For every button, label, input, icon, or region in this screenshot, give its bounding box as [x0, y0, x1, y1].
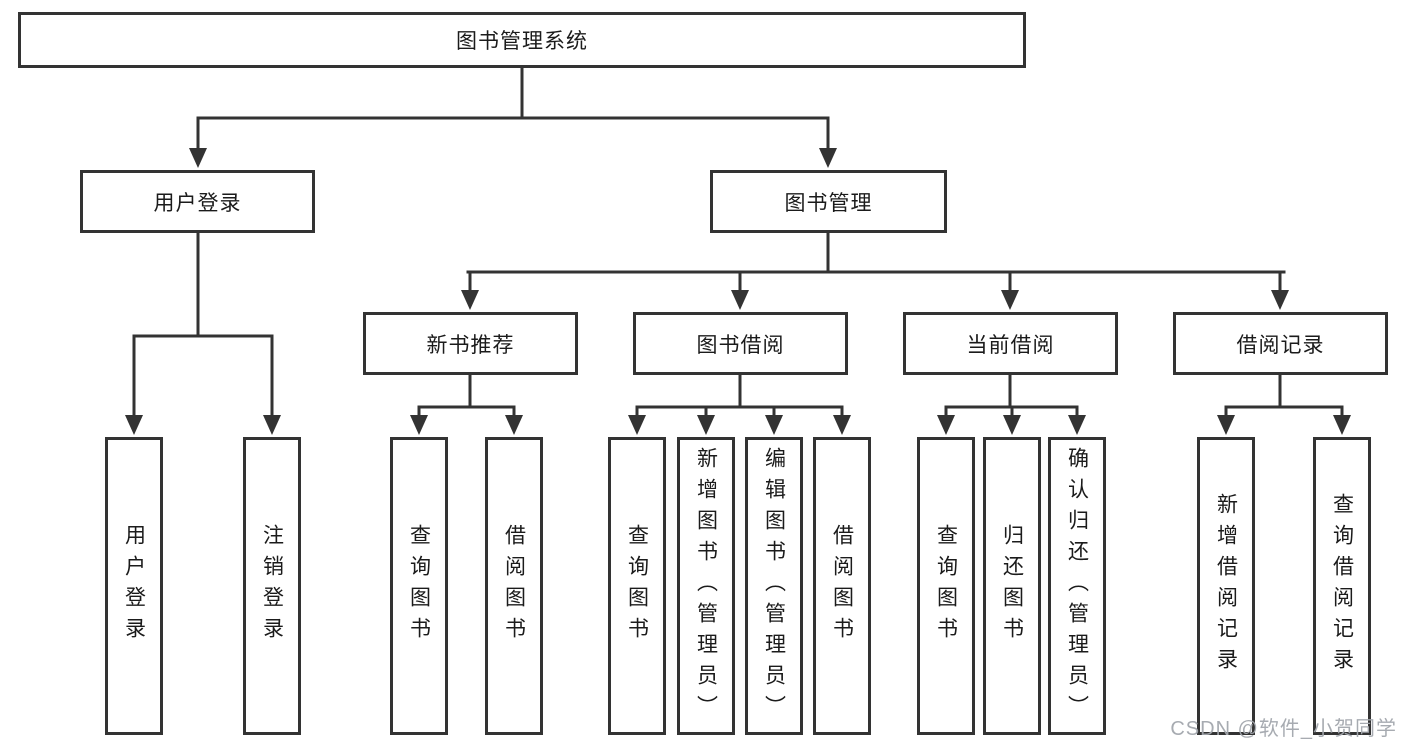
node-label: 图书管理系统 [456, 30, 588, 53]
connector-book-management-to-level3 [466, 231, 1286, 294]
leaf-logout-login: 注销登录 [243, 437, 301, 735]
connector-root-to-level2 [196, 66, 830, 152]
node-current-borrowing: 当前借阅 [903, 312, 1118, 375]
leaf-query-books-borrowing: 查询图书 [608, 437, 666, 735]
leaf-query-books-recommend: 查询图书 [390, 437, 448, 735]
leaf-label: 查询借阅记录 [1330, 493, 1354, 679]
connector-current-borrowing-to-leaves [944, 373, 1079, 419]
arrowheads-level3 [461, 290, 1289, 310]
leaf-label: 新增借阅记录 [1214, 493, 1238, 679]
leaf-confirm-return-admin: 确认归还（管理员） [1048, 437, 1106, 735]
connector-book-borrowing-to-leaves [635, 373, 844, 419]
arrowheads-new-book-recommendation [410, 415, 523, 435]
arrowheads-book-borrowing [628, 415, 851, 435]
csdn-watermark: CSDN @软件_小贺同学 [1170, 718, 1397, 740]
leaf-label: 确认归还（管理员） [1065, 446, 1089, 726]
leaf-label: 查询图书 [934, 524, 958, 648]
node-new-book-recommendation: 新书推荐 [363, 312, 578, 375]
leaf-return-books: 归还图书 [983, 437, 1041, 735]
leaf-label: 借阅图书 [830, 524, 854, 648]
leaf-user-login: 用户登录 [105, 437, 163, 735]
leaf-label: 用户登录 [122, 524, 146, 648]
leaf-label: 新增图书（管理员） [694, 446, 718, 726]
leaf-label: 查询图书 [407, 524, 431, 648]
node-book-management: 图书管理 [710, 170, 947, 233]
connector-user-login-to-leaves [132, 231, 274, 419]
leaf-query-borrow-record: 查询借阅记录 [1313, 437, 1371, 735]
leaf-label: 借阅图书 [502, 524, 526, 648]
node-label: 图书管理 [784, 191, 873, 215]
leaf-add-borrow-record: 新增借阅记录 [1197, 437, 1255, 735]
connector-new-book-recommendation-to-leaves [417, 373, 516, 419]
node-label: 当前借阅 [966, 333, 1055, 357]
leaf-borrow-books-borrowing: 借阅图书 [813, 437, 871, 735]
leaf-query-books-current: 查询图书 [917, 437, 975, 735]
node-label: 用户登录 [153, 191, 242, 215]
arrowheads-level2 [189, 148, 837, 168]
arrowheads-user-login-leaves [125, 415, 281, 435]
node-library-management-system: 图书管理系统 [18, 12, 1026, 68]
node-borrowing-records: 借阅记录 [1173, 312, 1388, 375]
node-label: 图书借阅 [696, 333, 785, 357]
arrowheads-borrowing-records [1217, 415, 1351, 435]
leaf-label: 注销登录 [260, 524, 284, 648]
node-book-borrowing: 图书借阅 [633, 312, 848, 375]
arrowheads-current-borrowing [937, 415, 1086, 435]
node-label: 借阅记录 [1236, 333, 1325, 357]
leaf-add-books-admin: 新增图书（管理员） [677, 437, 735, 735]
leaf-label: 归还图书 [1000, 524, 1024, 648]
leaf-borrow-books-recommend: 借阅图书 [485, 437, 543, 735]
node-label: 新书推荐 [426, 333, 515, 357]
leaf-label: 编辑图书（管理员） [762, 446, 786, 726]
leaf-edit-books-admin: 编辑图书（管理员） [745, 437, 803, 735]
leaf-label: 查询图书 [625, 524, 649, 648]
connector-borrowing-records-to-leaves [1224, 373, 1344, 419]
node-user-login: 用户登录 [80, 170, 315, 233]
